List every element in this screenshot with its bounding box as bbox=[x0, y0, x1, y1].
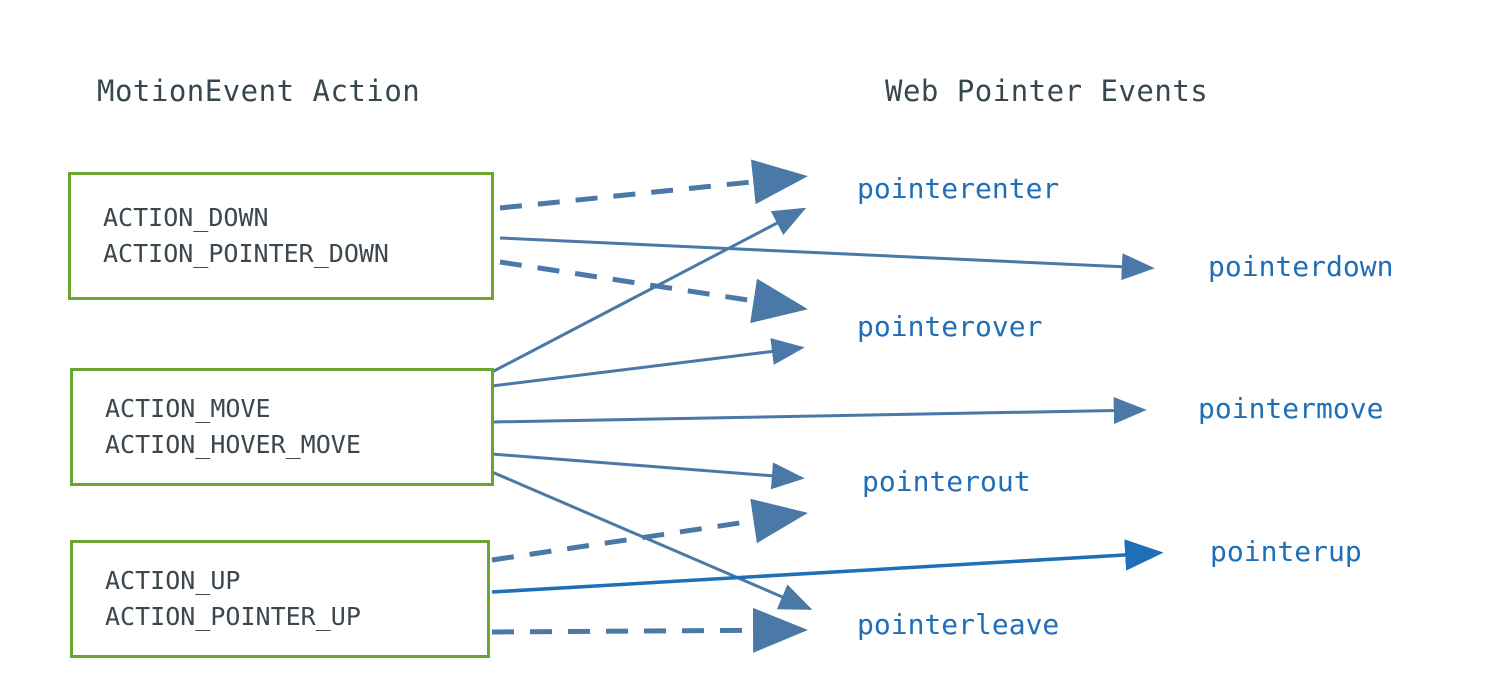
action-box-move-line-1: ACTION_MOVE bbox=[105, 394, 271, 423]
action-box-up: ACTION_UP ACTION_POINTER_UP bbox=[70, 540, 490, 658]
event-label-pointerout: pointerout bbox=[862, 465, 1031, 498]
wire-move-to-pointerout bbox=[491, 452, 805, 490]
action-box-down: ACTION_DOWN ACTION_POINTER_DOWN bbox=[68, 172, 494, 300]
column-heading-motionevent: MotionEvent Action bbox=[97, 74, 421, 108]
wire-down-to-pointerenter bbox=[499, 159, 808, 211]
event-label-pointerenter: pointerenter bbox=[857, 172, 1060, 205]
wire-down-to-pointerdown bbox=[499, 236, 1155, 281]
event-label-pointerup: pointerup bbox=[1210, 535, 1362, 568]
wire-up-to-pointerleave bbox=[491, 607, 808, 653]
wire-move-to-pointerover bbox=[491, 338, 805, 388]
action-box-up-line-1: ACTION_UP bbox=[105, 566, 241, 595]
wire-move-to-pointerleave bbox=[491, 470, 813, 610]
event-label-pointermove: pointermove bbox=[1198, 392, 1384, 425]
wire-down-to-pointerover bbox=[499, 259, 808, 324]
action-box-up-line-2: ACTION_POINTER_UP bbox=[105, 602, 361, 631]
wire-up-to-pointerup bbox=[491, 539, 1164, 594]
wire-move-to-pointerenter bbox=[491, 207, 807, 374]
column-heading-web-pointer-events: Web Pointer Events bbox=[885, 74, 1209, 108]
wire-move-to-pointermove bbox=[491, 397, 1147, 425]
wire-up-to-pointerout bbox=[491, 498, 808, 563]
action-box-move: ACTION_MOVE ACTION_HOVER_MOVE bbox=[70, 368, 494, 486]
action-box-move-line-2: ACTION_HOVER_MOVE bbox=[105, 430, 361, 459]
event-label-pointerover: pointerover bbox=[857, 310, 1043, 343]
action-box-down-line-1: ACTION_DOWN bbox=[103, 203, 269, 232]
action-box-down-line-2: ACTION_POINTER_DOWN bbox=[103, 239, 389, 268]
event-label-pointerdown: pointerdown bbox=[1208, 250, 1394, 283]
event-label-pointerleave: pointerleave bbox=[857, 608, 1060, 641]
